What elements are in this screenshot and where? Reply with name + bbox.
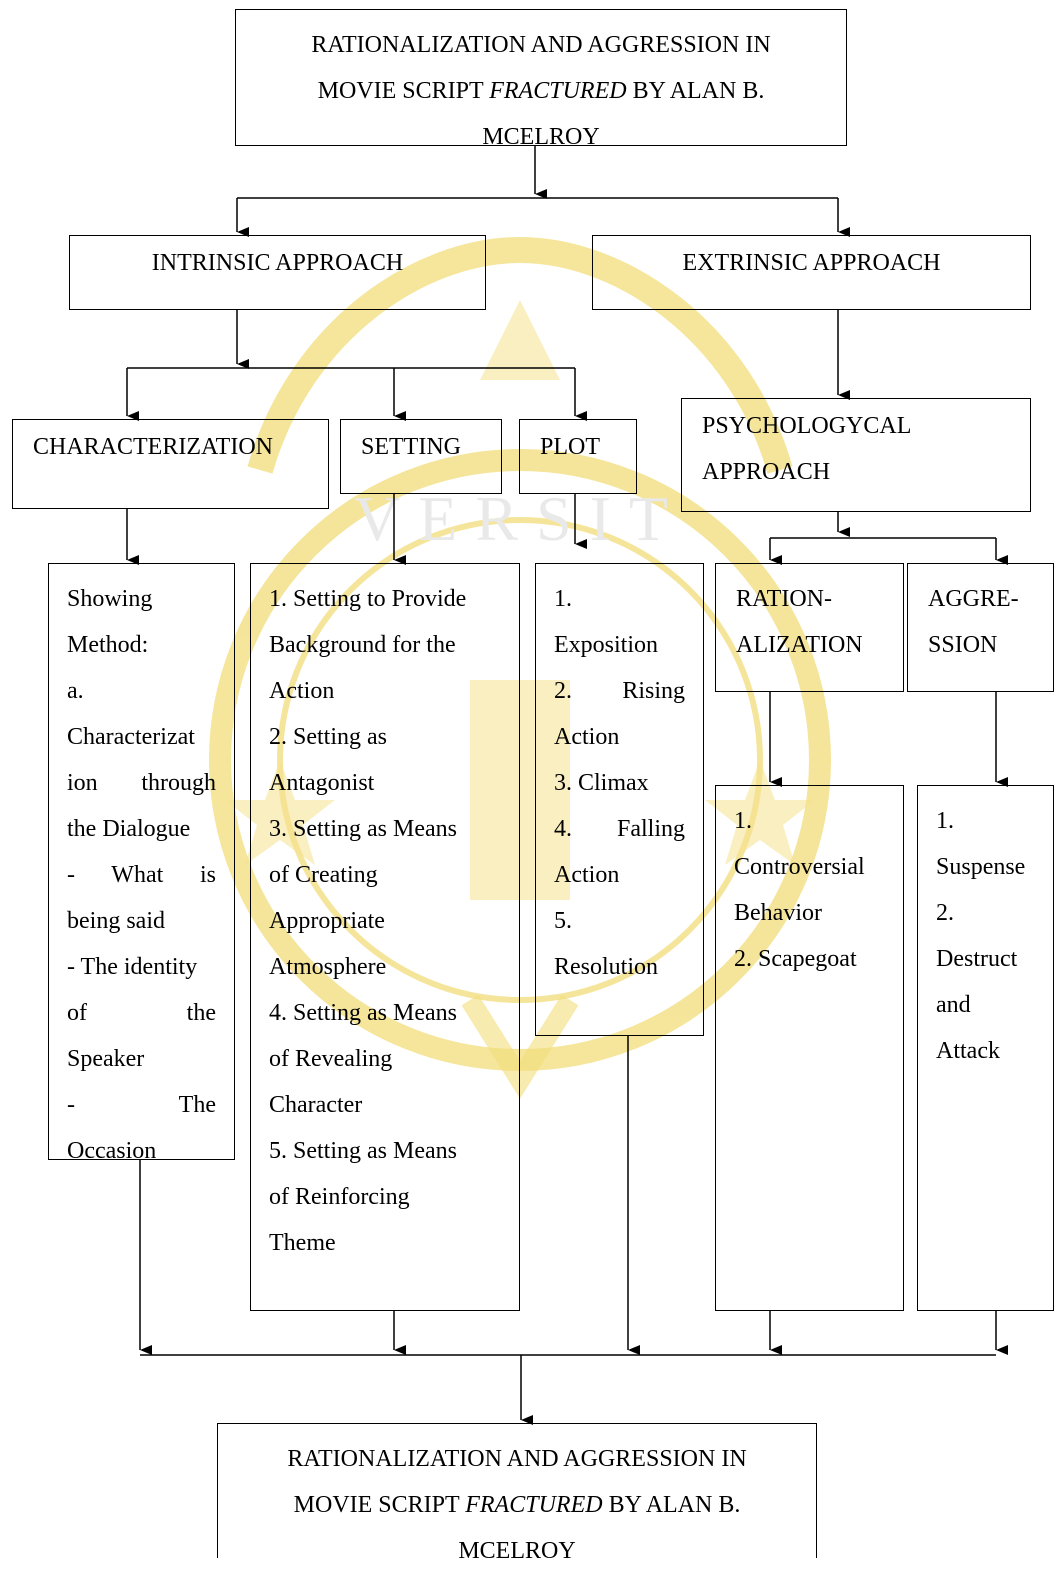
list-item: 2. Rising [554,678,685,704]
list-item: 5. [554,908,572,934]
characterization-label: CHARACTERIZATION [33,434,273,460]
title-line: MOVIE SCRIPT FRACTURED BY ALAN B. [293,1492,741,1518]
list-item: Action [269,678,335,704]
list-item: 2. Scapegoat [734,946,857,972]
aggression-list-box: 1. Suspense 2. Destruct and Attack [917,785,1054,1311]
list-item: Speaker [67,1046,145,1072]
rationalization-label-line: RATION- [736,586,832,612]
list-item: Behavior [734,900,822,926]
list-item: 1. [734,808,752,834]
psychological-label-line: APPROACH [702,459,831,485]
list-item: Controversial [734,854,865,880]
list-item: 3. Climax [554,770,649,796]
extrinsic-approach-label: EXTRINSIC APPROACH [682,250,941,276]
setting-list-box: 1. Setting to Provide Background for the… [250,563,520,1311]
list-item: - The [67,1092,216,1118]
plot-label: PLOT [540,434,600,460]
list-item: - What is [67,862,216,888]
list-item: Destruct [936,946,1018,972]
aggression-label-line: SSION [928,632,998,658]
psychological-approach-box: PSYCHOLOGYCAL APPROACH [681,398,1031,512]
setting-box: SETTING [340,419,502,494]
list-item: Showing [67,586,153,612]
title-box-top: RATIONALIZATION AND AGGRESSION IN MOVIE … [235,9,847,150]
list-item: Appropriate [269,908,385,934]
characterization-list-box: Showing Method: a. Characterizat ion thr… [48,563,235,1164]
list-item: Suspense [936,854,1026,880]
list-item: Characterizat [67,724,195,750]
setting-label: SETTING [361,434,461,460]
psychological-label-line: PSYCHOLOGYCAL [702,413,912,439]
title-line: MCELROY [458,1538,576,1564]
list-item: Background for the [269,632,456,658]
list-item: of the [67,1000,216,1026]
list-item: and [936,992,971,1018]
list-item: 2. Setting as [269,724,387,750]
list-item: 2. [936,900,954,926]
aggression-box: AGGRE- SSION [907,563,1054,692]
list-item: 4. Setting as Means [269,1000,457,1026]
characterization-box: CHARACTERIZATION [12,419,329,509]
title-box-bottom: RATIONALIZATION AND AGGRESSION IN MOVIE … [217,1423,817,1564]
list-item: 1. [554,586,572,612]
plot-list-box: 1. Exposition 2. Rising Action 3. Climax… [535,563,704,1036]
aggression-label-line: AGGRE- [928,586,1019,612]
list-item: Action [554,862,620,888]
list-item: Resolution [554,954,659,980]
list-item: Character [269,1092,363,1118]
intrinsic-approach-label: INTRINSIC APPROACH [151,250,404,276]
list-item: 4. Falling [554,816,685,842]
title-line: MCELROY [482,124,600,150]
list-item: of Creating [269,862,378,888]
list-item: of Revealing [269,1046,393,1072]
list-item: Theme [269,1230,336,1256]
svg-text:VERSIT: VERSIT [354,483,686,554]
title-line: MOVIE SCRIPT FRACTURED BY ALAN B. [317,78,765,104]
list-item: 5. Setting as Means [269,1138,457,1164]
title-line: RATIONALIZATION AND AGGRESSION IN [287,1446,747,1472]
rationalization-list-box: 1. Controversial Behavior 2. Scapegoat [715,785,904,1311]
list-item: being said [67,908,165,934]
list-item: Antagonist [269,770,375,796]
list-item: Atmosphere [269,954,387,980]
list-item: Occasion [67,1138,157,1164]
list-item: 1. [936,808,954,834]
list-item: Exposition [554,632,659,658]
list-item: Action [554,724,620,750]
list-item: of Reinforcing [269,1184,410,1210]
list-item: a. [67,678,84,704]
list-item: Method: [67,632,149,658]
extrinsic-approach-box: EXTRINSIC APPROACH [592,235,1031,310]
rationalization-label-line: ALIZATION [736,632,863,658]
list-item: - The identity [67,954,198,980]
list-item: 1. Setting to Provide [269,586,467,612]
title-line: RATIONALIZATION AND AGGRESSION IN [311,32,771,58]
intrinsic-approach-box: INTRINSIC APPROACH [69,235,486,310]
rationalization-box: RATION- ALIZATION [715,563,904,692]
list-item: the Dialogue [67,816,191,842]
list-item: Attack [936,1038,1000,1064]
list-item: 3. Setting as Means [269,816,457,842]
plot-box: PLOT [519,419,637,494]
list-item: ion through [67,770,216,796]
